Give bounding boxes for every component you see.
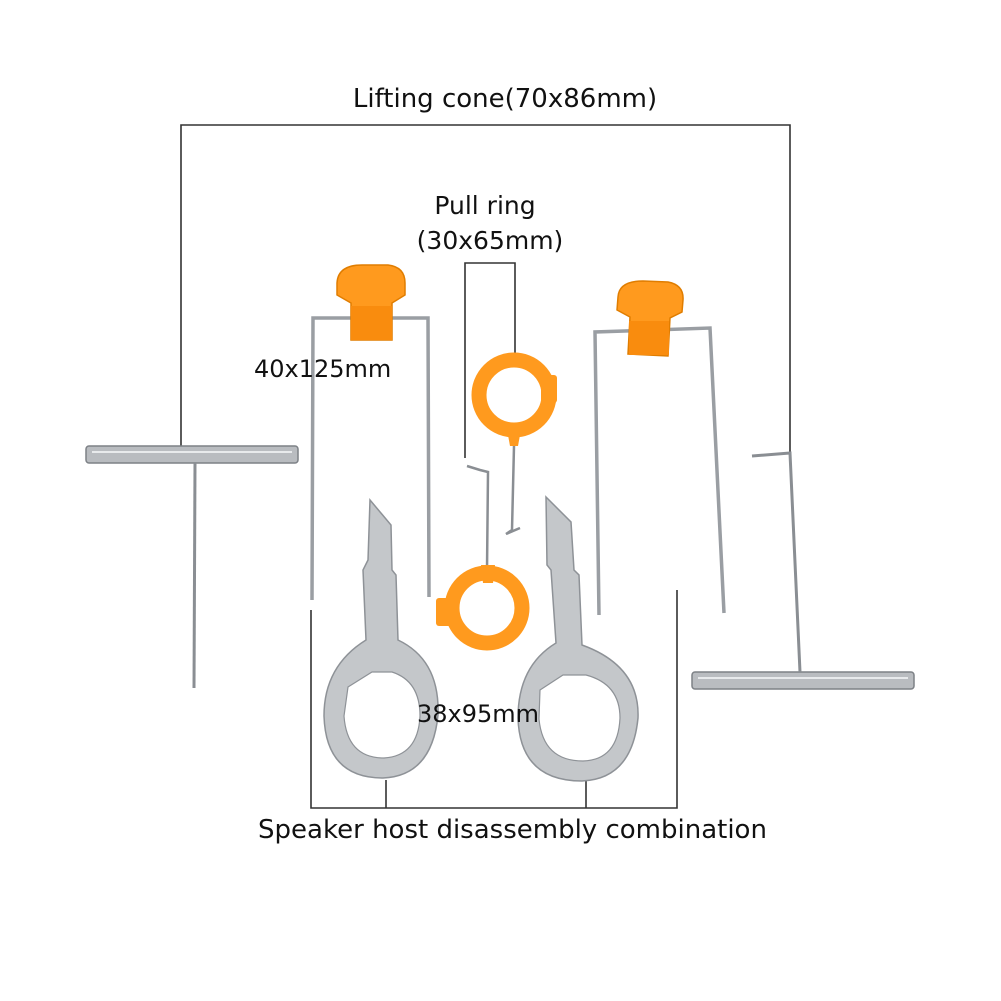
pull-ring-bracket (464, 262, 516, 458)
speaker-key-left (323, 498, 439, 779)
dimension-brackets (180, 124, 791, 809)
lifting-cone-tool-left (85, 445, 299, 689)
wire-hook-tool-right (593, 280, 726, 616)
pull-ring-size-label: (30x65mm) (416, 226, 564, 255)
speaker-combo-bracket (310, 590, 678, 809)
wire-hook-size-label: 40x125mm (254, 355, 392, 383)
pull-ring-label: Pull ring (434, 191, 536, 220)
wire-hook-tool-left (310, 264, 431, 601)
pull-ring-tool-top (471, 352, 557, 536)
speaker-combo-label: Speaker host disassembly combination (258, 815, 767, 845)
speaker-key-right (517, 495, 639, 782)
pull-ring-tool-bottom (436, 464, 530, 651)
speaker-key-size-label: 38x95mm (417, 700, 540, 728)
lifting-cone-label: Lifting cone(70x86mm) (352, 84, 658, 114)
lifting-cone-tool-right (691, 451, 915, 690)
lifting-cone-bracket (180, 124, 791, 452)
